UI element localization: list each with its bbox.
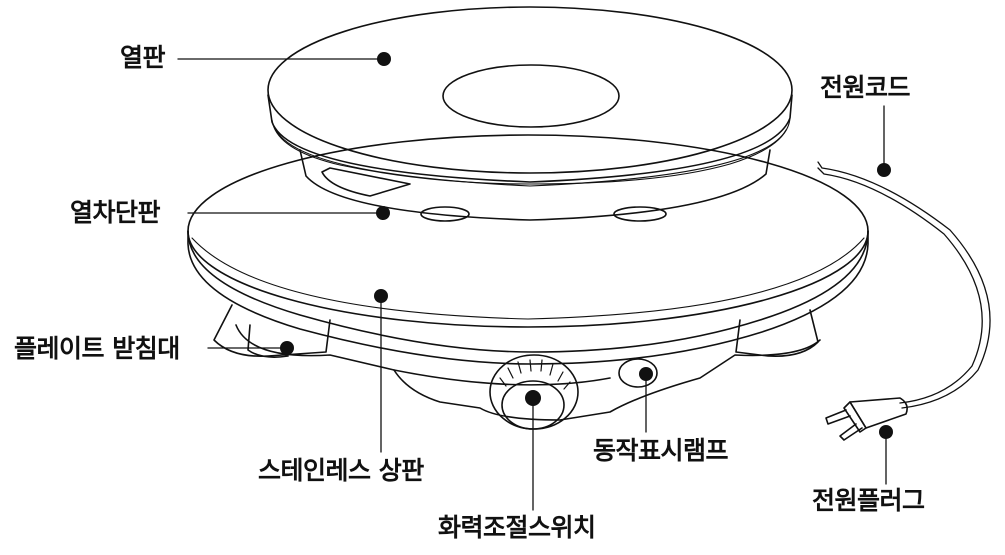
heating-plate <box>267 6 793 187</box>
callout-dots <box>280 52 893 439</box>
dot-heat-shield <box>376 206 390 220</box>
stainless-top-disc <box>187 134 869 365</box>
leader-lines <box>177 58 887 511</box>
dot-power-cord <box>877 163 891 177</box>
label-heat-shield-plate: 열차단판 <box>70 198 161 227</box>
label-power-cord: 전원코드 <box>820 73 911 102</box>
plate-support-feet <box>213 304 819 358</box>
heat-shield-ring <box>299 149 771 222</box>
power-cord-line <box>817 161 991 409</box>
base-skirt <box>235 324 821 421</box>
label-heating-plate: 열판 <box>120 43 166 72</box>
power-cord-line-2 <box>817 167 983 404</box>
dot-power-plug <box>879 425 893 439</box>
heat-control-knob <box>489 354 579 430</box>
dot-heat-control <box>525 390 541 406</box>
dot-stainless-top <box>374 289 388 303</box>
base-bottom-edge <box>393 369 611 386</box>
label-stainless-top: 스테인레스 상판 <box>258 456 424 485</box>
power-plug-shape <box>825 397 908 441</box>
label-plate-support: 플레이트 받침대 <box>14 334 180 363</box>
label-operation-lamp: 동작표시램프 <box>593 436 729 465</box>
label-heat-control-switch: 화력조절스위치 <box>438 513 596 542</box>
dot-heating-plate <box>377 52 391 66</box>
dot-operation-lamp <box>639 367 653 381</box>
dot-plate-support <box>280 341 294 355</box>
label-power-plug: 전원플러그 <box>812 486 925 515</box>
operation-lamp-shape <box>618 358 658 388</box>
